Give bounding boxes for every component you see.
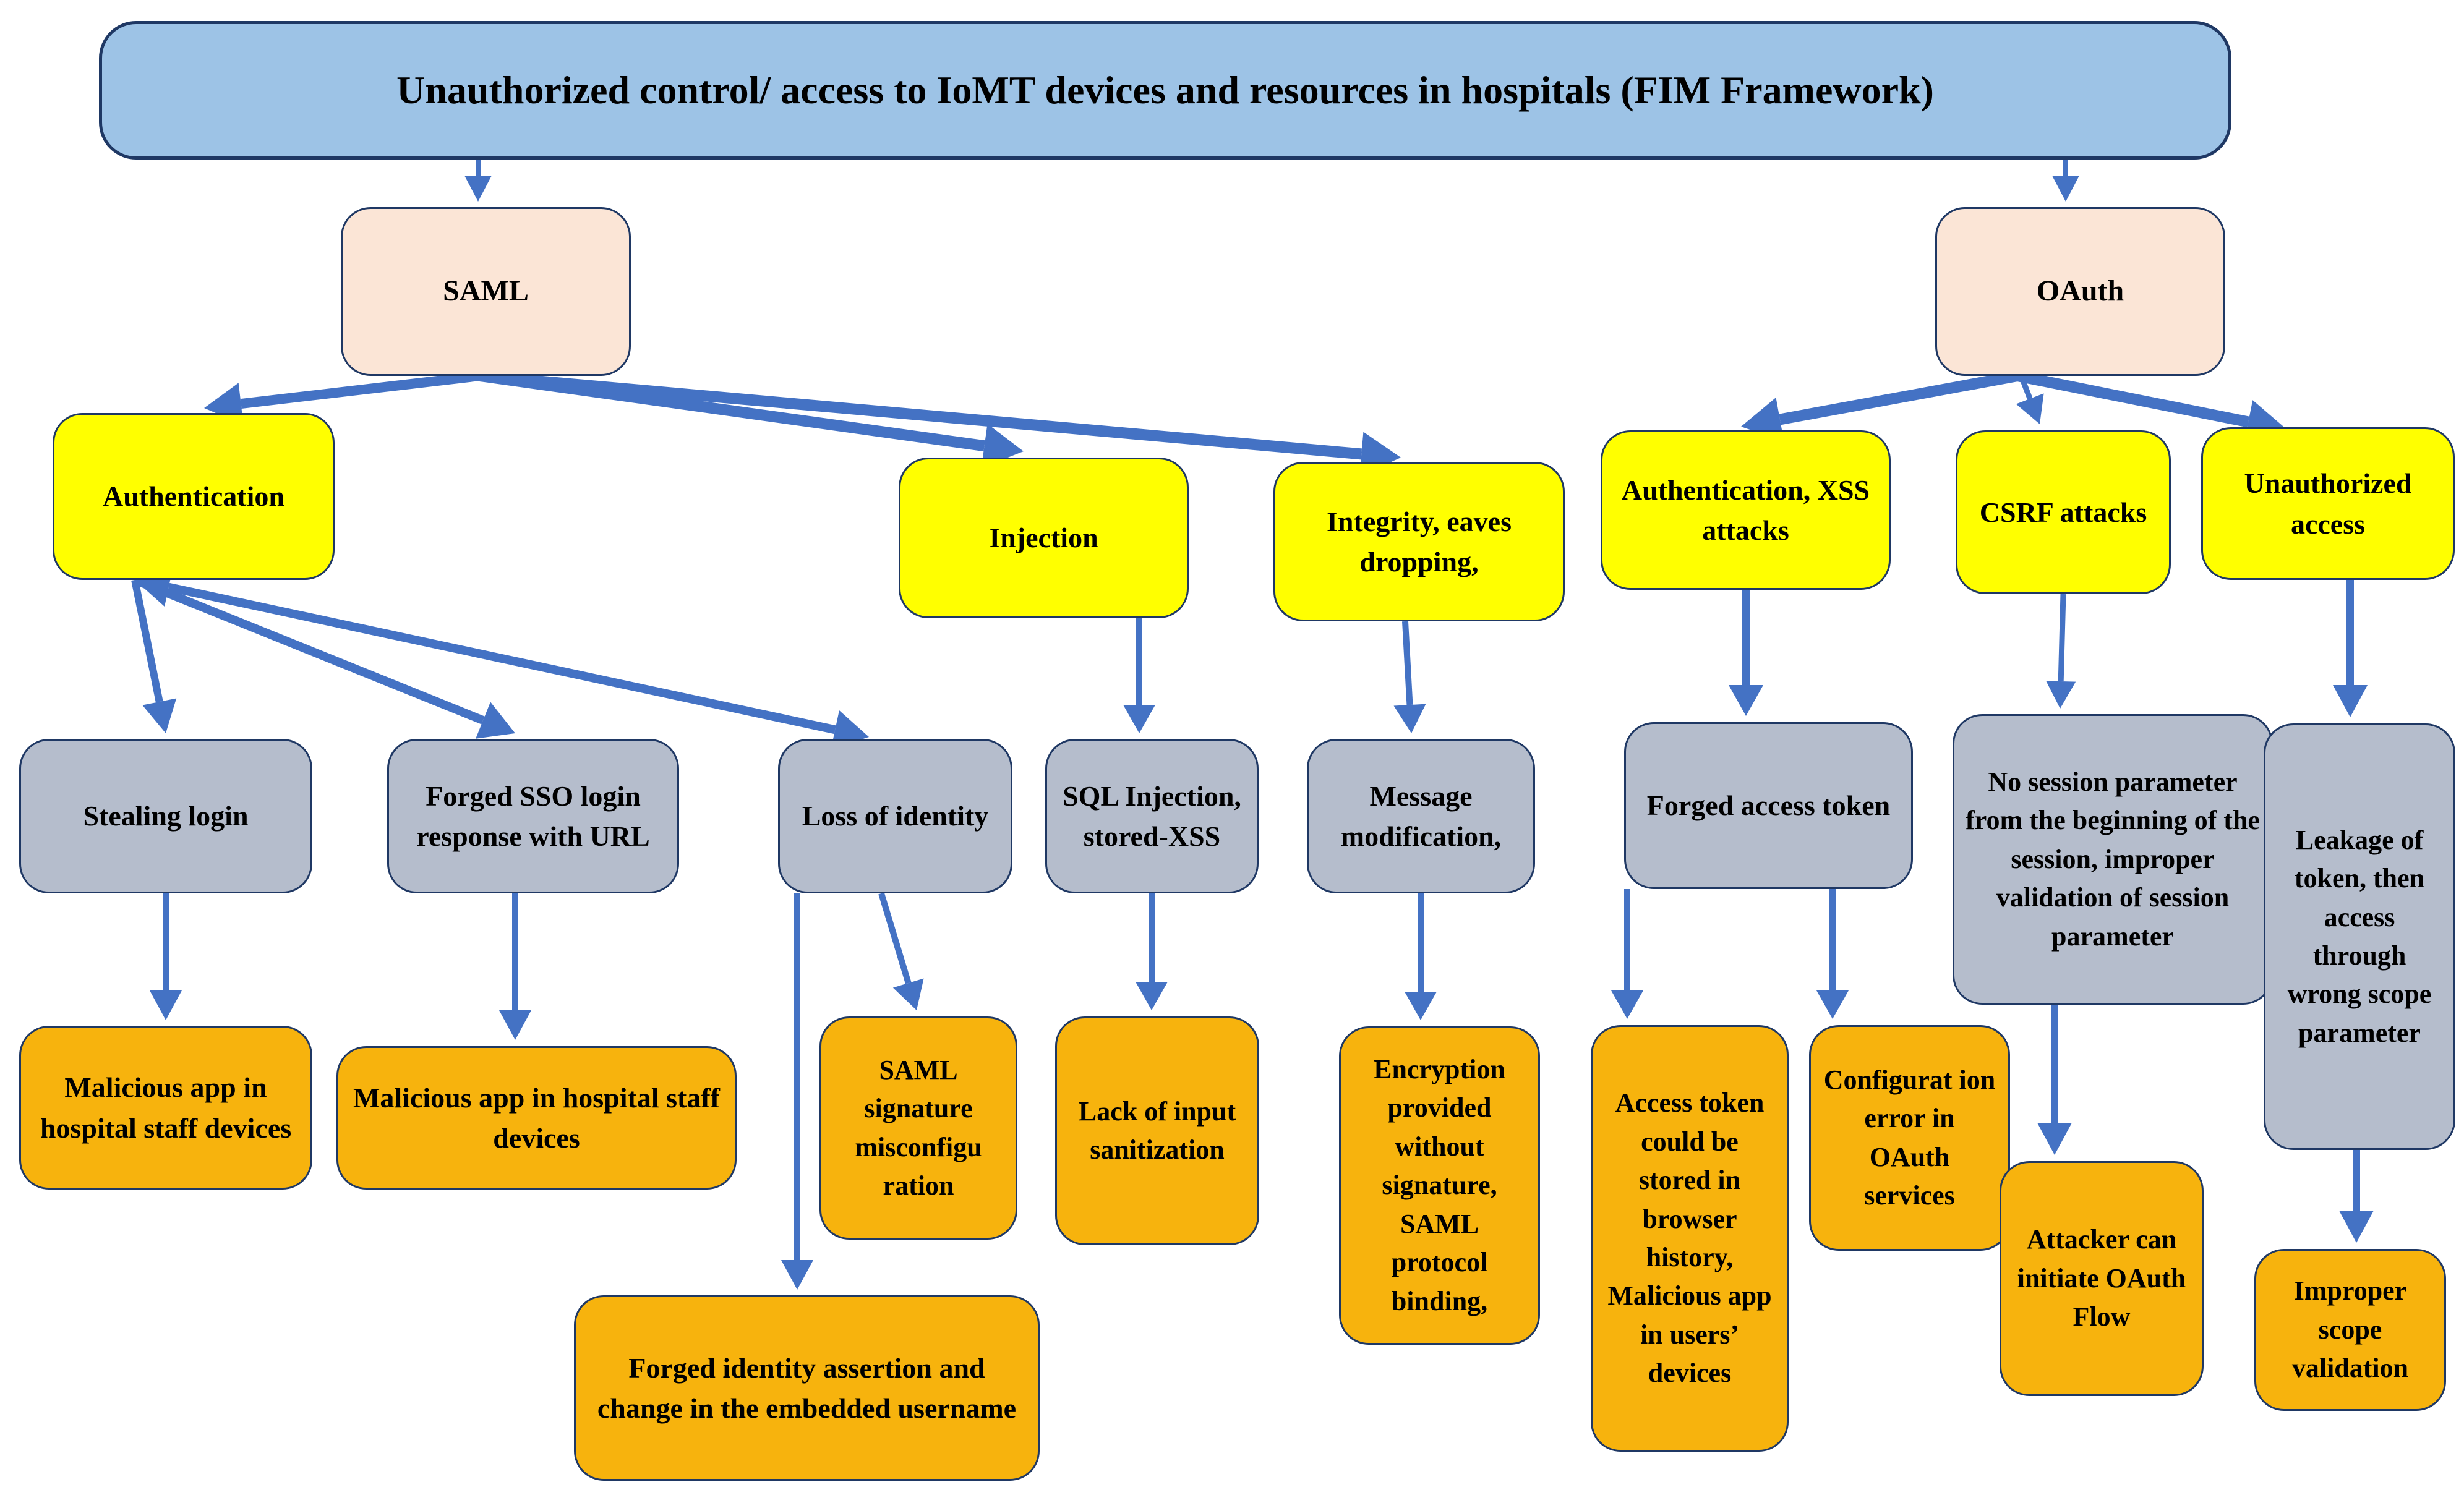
- node-configuration-error-oauth: Configurat ion error in OAuth services: [1809, 1025, 2010, 1251]
- node-label: Encryption provided without signature, S…: [1374, 1054, 1505, 1316]
- node-label: Unauthorized access: [2244, 467, 2412, 540]
- node-malicious-app-staff-1: Malicious app in hospital staff devices: [19, 1026, 312, 1190]
- node-label: CSRF attacks: [1979, 496, 2147, 528]
- node-integrity-eavesdropping: Integrity, eaves dropping,: [1273, 462, 1565, 621]
- node-title: Unauthorized control/ access to IoMT dev…: [99, 21, 2231, 160]
- node-lack-input-sanitization: Lack of input sanitization: [1055, 1016, 1259, 1245]
- node-label: OAuth: [2036, 275, 2124, 308]
- node-attacker-initiate-oauth-flow: Attacker can initiate OAuth Flow: [2000, 1161, 2204, 1396]
- node-label: Authentication: [103, 480, 284, 513]
- node-label: Forged SSO login response with URL: [416, 780, 650, 852]
- node-csrf-attacks: CSRF attacks: [1956, 430, 2171, 594]
- node-label: SAML signature misconfigu ration: [855, 1054, 982, 1201]
- node-label: Leakage of token, then access through wr…: [2287, 824, 2432, 1048]
- node-label: SAML: [443, 275, 529, 308]
- node-sql-injection: SQL Injection, stored-XSS: [1045, 739, 1259, 893]
- node-label: Lack of input sanitization: [1078, 1096, 1236, 1165]
- node-message-modification: Message modification,: [1307, 739, 1535, 893]
- node-access-token-stored: Access token could be stored in browser …: [1591, 1025, 1789, 1452]
- node-label: Forged identity assertion and change in …: [597, 1352, 1017, 1424]
- node-saml: SAML: [341, 207, 631, 376]
- node-forged-identity-assertion: Forged identity assertion and change in …: [574, 1295, 1040, 1481]
- node-label: No session parameter from the beginning …: [1966, 766, 2260, 952]
- node-saml-signature-misconfiguration: SAML signature misconfigu ration: [819, 1016, 1017, 1240]
- node-label: Loss of identity: [802, 800, 989, 832]
- node-authentication: Authentication: [53, 413, 335, 580]
- node-encryption-without-signature: Encryption provided without signature, S…: [1339, 1026, 1540, 1345]
- node-forged-sso: Forged SSO login response with URL: [387, 739, 679, 893]
- node-stealing-login: Stealing login: [19, 739, 312, 893]
- node-label: Message modification,: [1340, 780, 1502, 852]
- node-label: Configurat ion error in OAuth services: [1823, 1064, 1996, 1211]
- node-oauth: OAuth: [1935, 207, 2225, 376]
- node-label: Improper scope validation: [2291, 1276, 2409, 1384]
- node-label: Authentication, XSS attacks: [1621, 474, 1870, 546]
- node-label: Access token could be stored in browser …: [1607, 1088, 1772, 1389]
- node-label: Malicious app in hospital staff devices: [40, 1071, 292, 1144]
- node-label: Forged access token: [1646, 790, 1891, 822]
- title-text: Unauthorized control/ access to IoMT dev…: [396, 67, 1934, 112]
- node-label: SQL Injection, stored-XSS: [1063, 780, 1241, 852]
- node-injection: Injection: [899, 458, 1189, 618]
- node-unauthorized-access: Unauthorized access: [2201, 427, 2455, 580]
- node-malicious-app-staff-2: Malicious app in hospital staff devices: [336, 1046, 737, 1190]
- node-label: Malicious app in hospital staff devices: [353, 1081, 720, 1154]
- node-improper-scope-validation: Improper scope validation: [2254, 1249, 2446, 1411]
- node-forged-access-token: Forged access token: [1624, 722, 1913, 889]
- node-label: Stealing login: [83, 800, 249, 832]
- node-label: Integrity, eaves dropping,: [1327, 505, 1512, 577]
- node-loss-of-identity: Loss of identity: [778, 739, 1012, 893]
- node-label: Injection: [989, 522, 1098, 554]
- node-authentication-xss: Authentication, XSS attacks: [1601, 430, 1891, 590]
- node-label: Attacker can initiate OAuth Flow: [2017, 1224, 2186, 1332]
- node-leakage-of-token: Leakage of token, then access through wr…: [2264, 723, 2455, 1150]
- node-no-session-parameter: No session parameter from the beginning …: [1953, 714, 2273, 1005]
